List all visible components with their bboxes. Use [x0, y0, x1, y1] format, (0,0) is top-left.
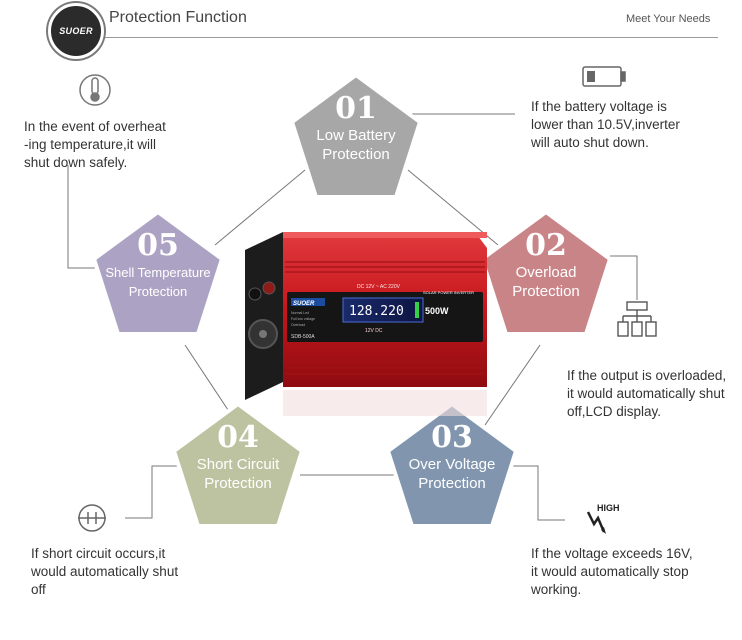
pentagon-shell-temperature: [91, 209, 225, 336]
page-tagline: Meet Your Needs: [626, 13, 711, 25]
heatsink-fins: [285, 261, 485, 375]
indicator-3: Overload: [291, 323, 305, 327]
protection-04: 04 Short Circuit Protection: [178, 421, 298, 493]
lcd-display: [342, 297, 424, 323]
protection-title: Shell Temperature Protection: [105, 265, 211, 299]
leader-02: [610, 255, 638, 300]
protection-number: 04: [217, 420, 259, 455]
short-circuit-icon: [78, 504, 106, 532]
protection-title: Over Voltage Protection: [408, 456, 496, 492]
leader-04: [125, 465, 178, 519]
leader-03: [490, 465, 565, 521]
description-overload: If the output is overloaded, it would au…: [567, 368, 727, 419]
inverter-brand: SUOER: [293, 301, 315, 307]
protection-number: 03: [431, 420, 473, 455]
hierarchy-icon: [617, 301, 657, 337]
high-voltage-icon: [586, 511, 606, 534]
page-title: Protection Function: [109, 9, 247, 26]
pentagon-low-battery: [289, 72, 423, 199]
inverter-model: SDB-500A: [291, 334, 315, 340]
protection-title: Short Circuit Protection: [196, 456, 280, 492]
description-over-voltage: If the voltage exceeds 16V, it would aut…: [531, 546, 693, 597]
protection-title: Low Battery Protection: [316, 127, 396, 163]
pentagon-short-circuit: [171, 401, 305, 528]
input-label: 12V DC: [365, 328, 383, 334]
thermometer-icon: [79, 74, 111, 106]
header-divider: [58, 37, 718, 38]
battery-icon: [582, 66, 626, 87]
panel-title: SOLAR POWER INVERTER: [423, 290, 474, 295]
inverter-end-panel: [245, 232, 283, 400]
high-voltage-label: HIGH: [597, 503, 620, 513]
power-rating: 500W: [425, 306, 449, 316]
lcd-reading: 128.220: [349, 304, 404, 319]
protection-01: 01 Low Battery Protection: [296, 92, 416, 164]
brand-logo: SUOER: [48, 3, 104, 59]
description-low-battery: If the battery voltage is lower than 10.…: [531, 99, 680, 150]
description-short-circuit: If short circuit occurs,it would automat…: [31, 546, 179, 597]
indicator-2: Full low voltage: [291, 317, 315, 321]
leader-05: [67, 165, 105, 269]
protection-number: 01: [335, 91, 377, 126]
connector-01-05: [214, 169, 306, 246]
protection-number: 02: [525, 228, 567, 263]
logo-text: SUOER: [59, 26, 93, 36]
indicator-1: Normal Led: [291, 311, 309, 315]
description-shell-temperature: In the event of overheat -ing temperatur…: [24, 119, 166, 170]
protection-03: 03 Over Voltage Protection: [392, 421, 512, 493]
protection-title: Overload Protection: [512, 264, 580, 300]
protection-number: 05: [137, 228, 179, 263]
pentagon-overload: [479, 209, 613, 336]
protection-02: 02 Overload Protection: [486, 229, 606, 301]
voltage-label: DC 12V ~ AC 220V: [357, 284, 401, 290]
inverter-illustration: 128.220 500W SUOER Normal Led Full low v…: [245, 232, 487, 416]
protection-05: 05 Shell Temperature Protection: [98, 229, 218, 301]
connector-02-03: [484, 344, 541, 426]
pentagon-over-voltage: [385, 401, 519, 528]
